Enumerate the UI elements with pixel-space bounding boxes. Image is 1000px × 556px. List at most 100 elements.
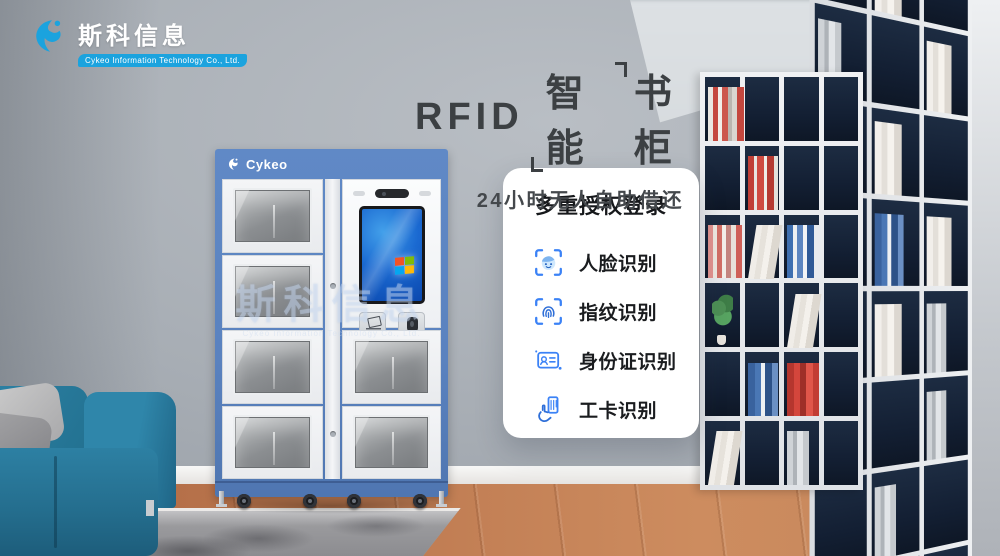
- cabinet-left-column: [222, 179, 323, 479]
- shelf-cell: [705, 214, 742, 279]
- shelf-cell: [705, 77, 744, 141]
- hero-subtitle: 24小时无人自助借还: [476, 190, 684, 212]
- brand-name: 斯科信息: [78, 23, 190, 50]
- hero-block: RFID 智能 书柜 24小时无人自助借还: [415, 62, 700, 213]
- shelf-cell: [705, 352, 740, 417]
- shelf-cell: [923, 375, 968, 462]
- shelf-cell: [871, 107, 920, 198]
- cykeo-swirl-icon: [228, 158, 238, 170]
- brand-tagline: Cykeo Information Technology Co., Ltd.: [78, 54, 248, 67]
- sofa-seat: [0, 448, 158, 556]
- leveling-foot: [436, 491, 447, 507]
- cabinet-base: [215, 481, 448, 483]
- shelf-cell: [705, 421, 740, 485]
- auth-list: 人脸识别 指纹识别: [503, 238, 699, 434]
- glass-door: [342, 330, 441, 404]
- door-glass: [233, 188, 312, 244]
- caster-wheel: [303, 494, 317, 508]
- auth-item-face: 人脸识别: [503, 238, 699, 287]
- door-glass: [233, 339, 312, 395]
- auth-card: 多重授权登录 人脸识别: [503, 168, 699, 438]
- glass-door: [222, 254, 323, 328]
- lock-icon: [329, 431, 336, 437]
- shelf-cell: [823, 352, 858, 417]
- shelf-cell: [744, 421, 779, 485]
- shelf-cell: [784, 421, 819, 485]
- windows-logo-icon: [394, 255, 414, 275]
- caster-wheel: [413, 494, 427, 508]
- camera-bar: [343, 189, 440, 198]
- shelf-cell: [744, 77, 779, 141]
- bookshelf-front: [700, 72, 863, 490]
- shelf-cell: [744, 145, 779, 210]
- shelf-cell: [784, 77, 819, 141]
- shelf-cell: [871, 467, 920, 556]
- shelf-cell: [923, 202, 968, 286]
- cabinet-divider: [325, 179, 340, 479]
- glass-door: [222, 330, 323, 404]
- leveling-foot: [216, 491, 227, 507]
- shelf-cell: [744, 214, 779, 279]
- shelf-cell: [784, 145, 819, 210]
- title-suffix: 书柜: [633, 73, 677, 170]
- smart-cabinet: Cykeo: [215, 149, 448, 508]
- shelf-cell: [923, 114, 968, 201]
- brand-logo: 斯科信息 Cykeo Information Technology Co., L…: [28, 16, 248, 67]
- bracket-left-icon: [530, 157, 543, 172]
- shelf-cell: [871, 378, 920, 469]
- auth-item-workcard: 工卡识别: [503, 385, 699, 434]
- fingerprint-icon: [535, 298, 562, 325]
- auth-item-label: 人脸识别: [579, 254, 658, 275]
- shelf-cell: [784, 214, 821, 279]
- page-title: RFID 智能 书柜: [415, 62, 700, 172]
- face-recognition-icon: [535, 249, 562, 276]
- shelf-cell-plant: [705, 283, 740, 348]
- camera-icon: [374, 189, 409, 198]
- sofa: [0, 381, 183, 556]
- auth-item-label: 指纹识别: [579, 303, 658, 324]
- shelf-cell: [823, 421, 858, 485]
- cabinet-body: [222, 179, 441, 479]
- door-glass: [233, 263, 312, 319]
- shelf-cell: [823, 145, 858, 210]
- auth-item-label: 工卡识别: [579, 401, 658, 422]
- door-glass: [353, 414, 430, 470]
- caster-wheel: [237, 494, 251, 508]
- glass-door: [222, 405, 323, 479]
- glass-door: [222, 179, 323, 253]
- title-prefix: RFID: [415, 95, 524, 138]
- title-highlight: 智能: [545, 73, 589, 170]
- cabinet-shadow: [212, 498, 452, 514]
- auth-item-idcard: 身份证识别: [503, 336, 699, 385]
- shelf-cell: [823, 214, 858, 279]
- auth-card-title: 多重授权登录: [535, 195, 667, 218]
- shelf-cell: [871, 15, 920, 109]
- speaker-grille: [418, 191, 431, 196]
- speaker-grille: [352, 191, 365, 196]
- shelf-cell: [823, 283, 858, 348]
- shelf-cell: [923, 290, 968, 374]
- shelf-cell: [923, 459, 968, 550]
- shelf-cell: [744, 352, 779, 417]
- door-glass: [353, 339, 430, 395]
- shelf-cell: [923, 26, 968, 117]
- shelf-cell: [784, 283, 819, 348]
- lock-icon: [329, 283, 336, 289]
- id-card-icon: [535, 350, 562, 370]
- glass-door: [342, 405, 441, 479]
- caster-wheel: [347, 494, 361, 508]
- cabinet-right-column: [342, 179, 441, 479]
- shelf-cell: [871, 199, 920, 286]
- cabinet-header: Cykeo: [215, 149, 448, 179]
- work-card-icon: [538, 396, 559, 423]
- cykeo-swirl-icon: [36, 20, 61, 52]
- shelf-cell: [871, 290, 920, 377]
- door-glass: [233, 414, 312, 470]
- kiosk-panel: [342, 179, 441, 336]
- sofa-leg: [146, 500, 154, 516]
- shelf-cell: [705, 145, 740, 210]
- bracket-right-icon: [614, 62, 627, 77]
- touchscreen[interactable]: [358, 206, 425, 304]
- shelf-cell: [744, 283, 779, 348]
